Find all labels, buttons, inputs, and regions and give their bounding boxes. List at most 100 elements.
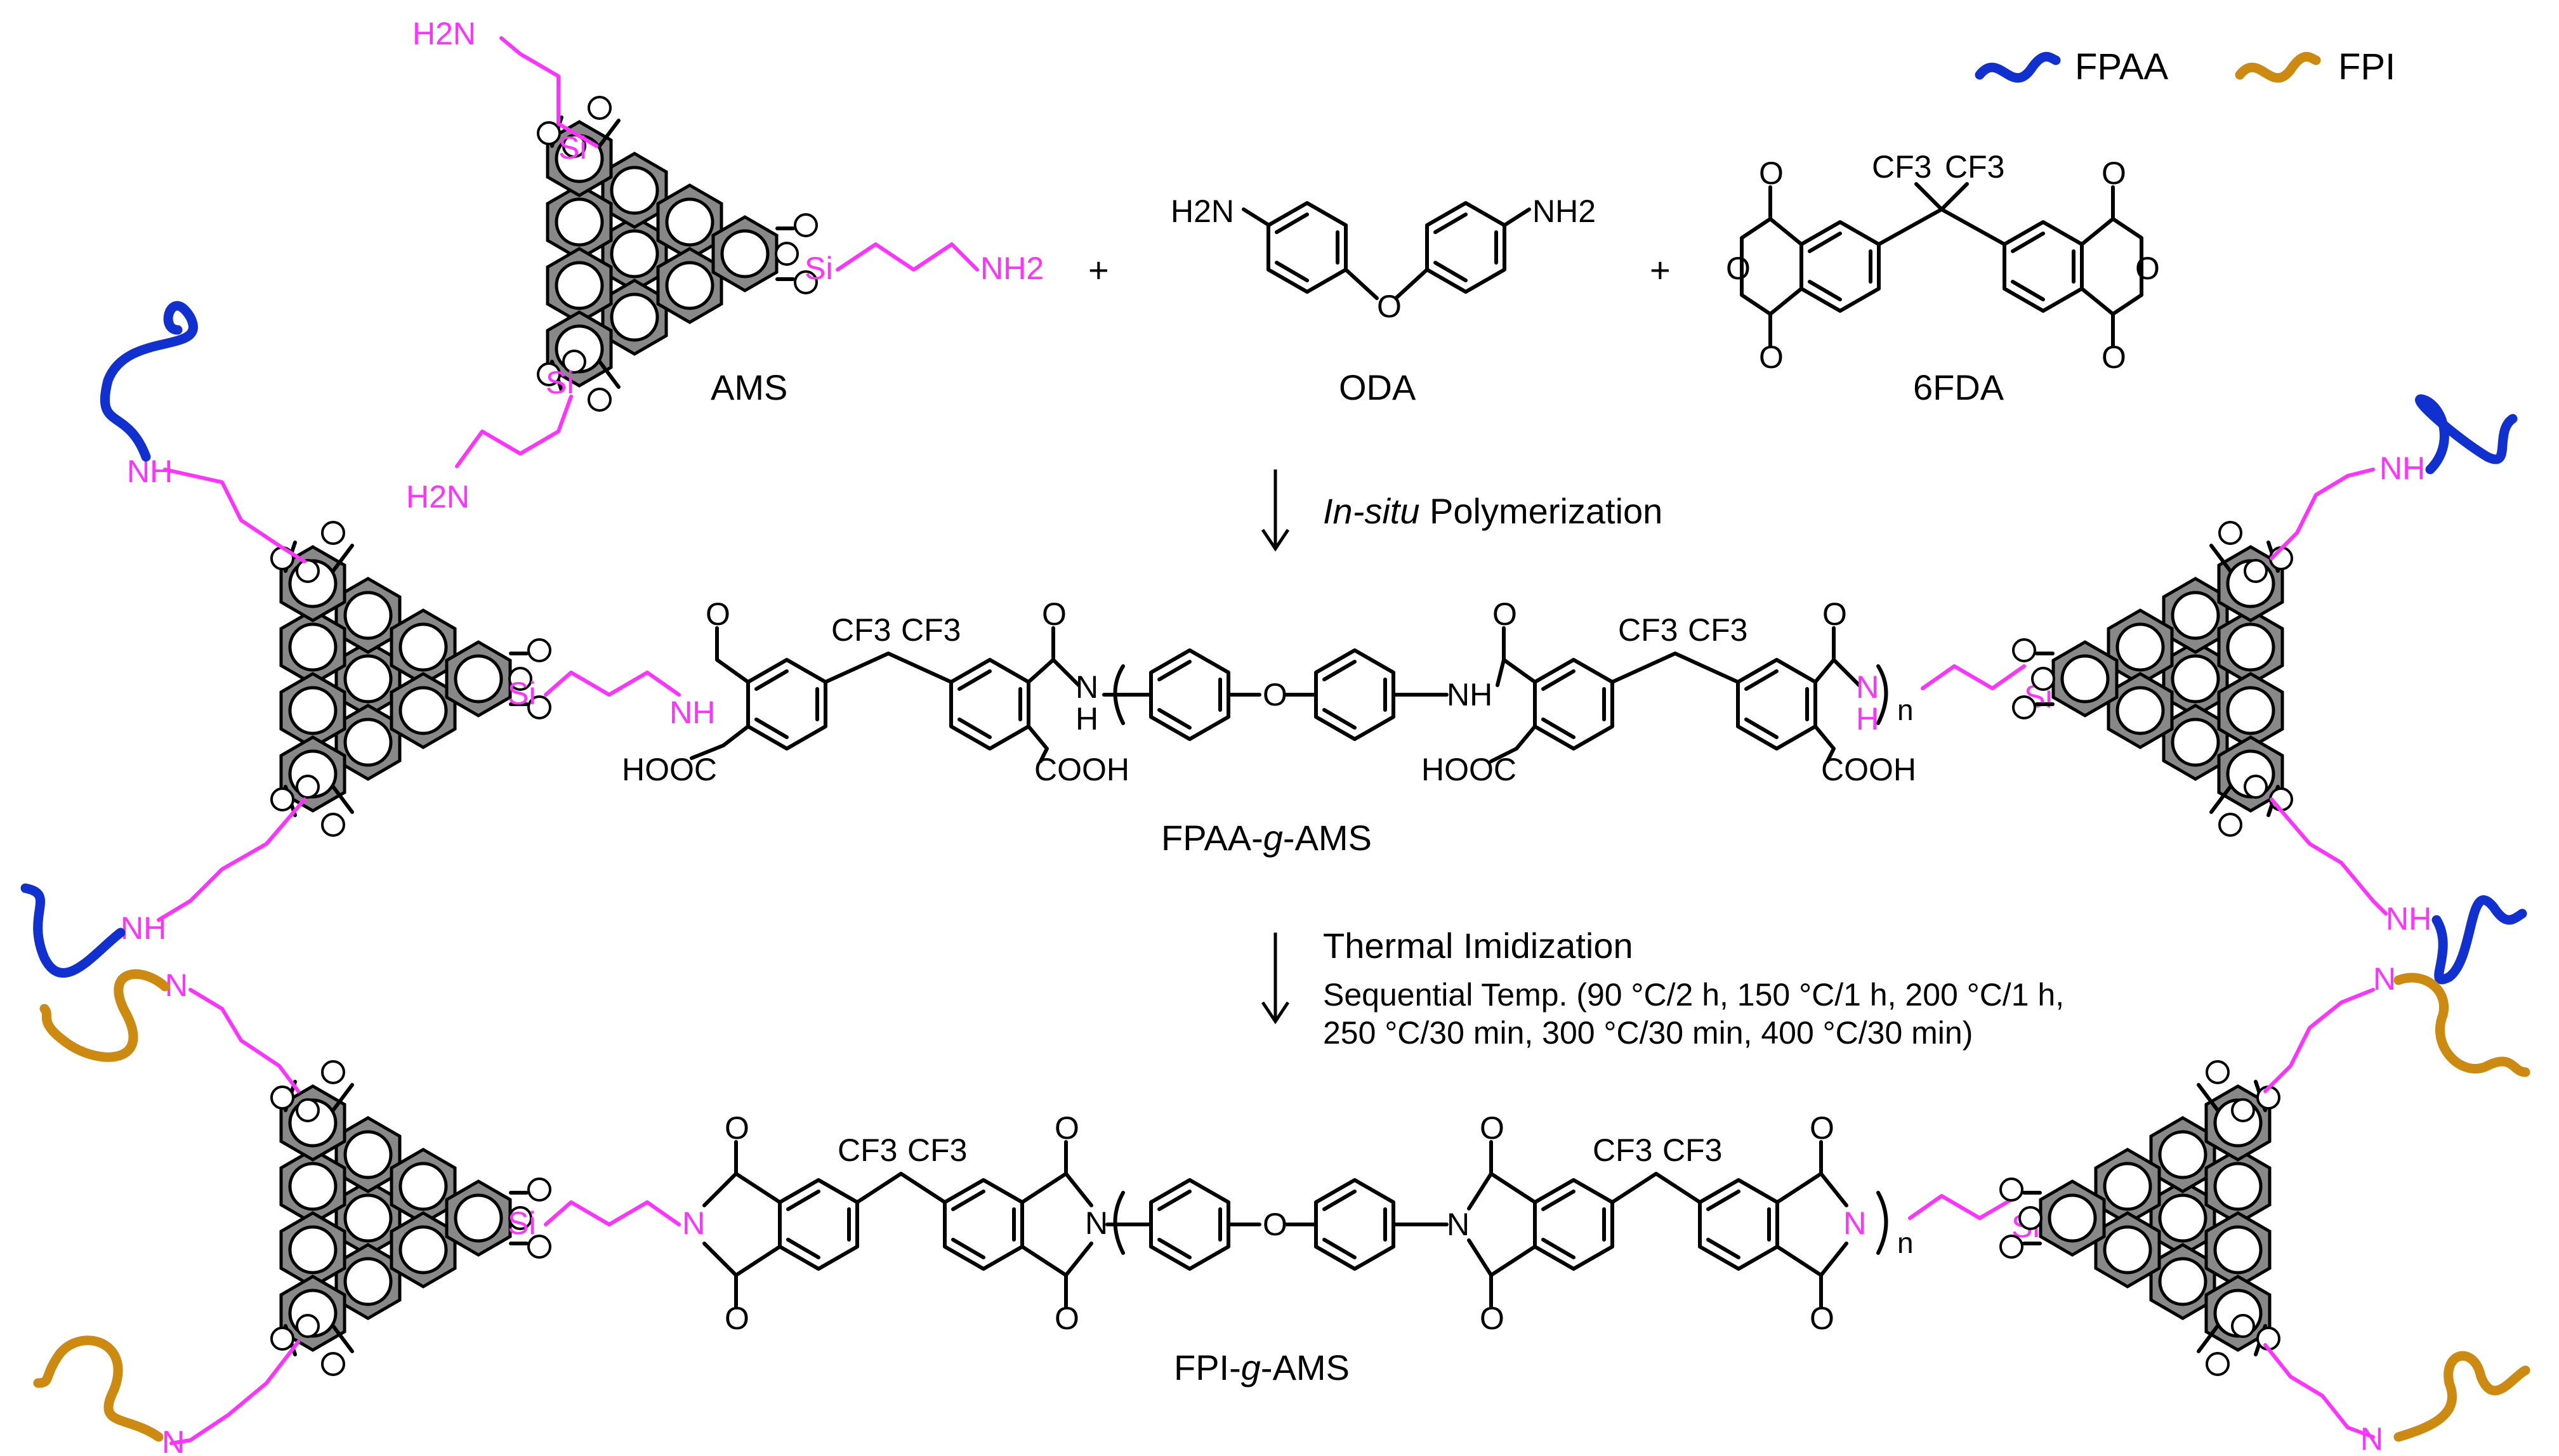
si-label: Si <box>546 365 574 400</box>
carbonyl-o: O <box>1810 1301 1834 1336</box>
si-label: Si <box>508 676 536 711</box>
n-label: N <box>2373 961 2396 997</box>
n-imide: N <box>1843 1205 1866 1241</box>
nh-label: NH <box>121 910 166 946</box>
fpaa-chain <box>20 883 126 978</box>
nh-label: NH <box>2379 450 2425 486</box>
nh2-label-right: NH2 <box>980 251 1044 286</box>
carbonyl-o: O <box>1492 596 1517 632</box>
fpi-g-ams-product: N N Si N O O CF3 CF3 O O N O N <box>33 961 2530 1456</box>
cooh-label: COOH <box>1821 752 1916 787</box>
fpaa-chain <box>100 301 198 462</box>
fpi-label-prefix: FPI- <box>1174 1348 1241 1387</box>
carbonyl-o: O <box>725 1301 749 1336</box>
step2-line1: Sequential Temp. (90 °C/2 h, 150 °C/1 h,… <box>1323 977 2064 1013</box>
step-thermal-imidization: Thermal Imidization Sequential Temp. (90… <box>1261 926 2064 1051</box>
carbonyl-o: O <box>2102 339 2126 375</box>
nh-label: NH <box>2386 901 2431 936</box>
fpaa-legend-swatch <box>1975 51 2061 83</box>
h2n-label-top: H2N <box>412 16 476 51</box>
h-label: H <box>1856 701 1879 737</box>
carbonyl-o: O <box>1055 1301 1079 1336</box>
fpaa-chain <box>2415 394 2518 475</box>
n-label: N <box>162 1424 185 1456</box>
si-label: Si <box>558 130 586 166</box>
cf3-group: CF3 <box>1872 149 1931 185</box>
fpi-chain <box>39 969 170 1062</box>
carbonyl-o: O <box>1759 155 1784 191</box>
ether-o: O <box>1263 677 1287 712</box>
ams-reactant: Si H2N Si NH2 Si H2N AMS <box>406 16 1044 515</box>
carbonyl-o: O <box>1042 596 1067 632</box>
n-label: N <box>2360 1421 2383 1456</box>
fpi-label-italic: g <box>1241 1348 1261 1387</box>
cf3-group: CF3 <box>901 612 961 648</box>
ring-o: O <box>1726 251 1751 286</box>
n-imide: N <box>1447 1207 1470 1242</box>
step-in-situ-polymerization: In-situ Polymerization <box>1261 469 1662 552</box>
h-label: H <box>1076 701 1098 737</box>
fpaa-chain <box>2431 895 2527 985</box>
ether-o: O <box>1263 1207 1287 1242</box>
repeat-n: n <box>1897 693 1914 726</box>
cf3-group: CF3 <box>907 1132 967 1168</box>
oda-oxygen: O <box>1377 289 1402 324</box>
si-label: Si <box>805 251 832 286</box>
fpi-label-suffix: -AMS <box>1261 1348 1350 1387</box>
svg-text:FPI-g-AMS: FPI-g-AMS <box>1174 1348 1350 1387</box>
hooc-label: HOOC <box>1421 752 1516 787</box>
repeat-n: n <box>1897 1226 1914 1259</box>
fpi-chain <box>2393 973 2530 1077</box>
step2-line2: 250 °C/30 min, 300 °C/30 min, 400 °C/30 … <box>1323 1015 1973 1051</box>
oda-h2n: H2N <box>1171 193 1234 229</box>
carbonyl-o: O <box>1055 1110 1079 1146</box>
hooc-label: HOOC <box>622 752 717 787</box>
cf3-group: CF3 <box>831 612 891 648</box>
svg-text:FPAA-g-AMS: FPAA-g-AMS <box>1161 818 1372 858</box>
cf3-group: CF3 <box>838 1132 897 1168</box>
carbonyl-o: O <box>1822 596 1847 632</box>
plus-sign-2: + <box>1650 250 1671 290</box>
ring-o: O <box>2135 251 2160 286</box>
step1-text: Polymerization <box>1420 491 1663 531</box>
oda-label: ODA <box>1339 367 1416 407</box>
carbonyl-o: O <box>1480 1301 1504 1336</box>
fpi-chain <box>2393 1351 2530 1442</box>
plus-sign: + <box>1088 250 1109 290</box>
step1-italic: In-situ <box>1323 491 1420 531</box>
cf3-group: CF3 <box>1662 1132 1722 1168</box>
fpaa-label-suffix: -AMS <box>1283 818 1372 858</box>
nh-amide: N <box>1076 669 1098 705</box>
6fda-label: 6FDA <box>1913 367 2004 407</box>
fpaa-g-ams-product: NH NH Si NH O HOOC CF3 CF3 O COOH N H O … <box>20 301 2527 985</box>
cf3-group: CF3 <box>1688 612 1747 648</box>
cf3-group: CF3 <box>1593 1132 1652 1168</box>
nh-label: NH <box>669 695 715 730</box>
legend: FPAA FPI <box>1975 46 2395 88</box>
fpi-chain <box>33 1335 164 1442</box>
fpi-legend-swatch <box>2235 51 2321 83</box>
nh-amide: N <box>1856 669 1879 705</box>
fpaa-legend-label: FPAA <box>2075 46 2168 88</box>
oda-nh2: NH2 <box>1532 193 1596 229</box>
fpaa-label-prefix: FPAA- <box>1161 818 1263 858</box>
fpaa-label-italic: g <box>1263 818 1283 858</box>
cf3-group: CF3 <box>1945 149 2004 185</box>
step2-title: Thermal Imidization <box>1323 926 1633 966</box>
fpi-legend-label: FPI <box>2338 46 2395 88</box>
svg-text:In-situ Polymerization: In-situ Polymerization <box>1323 491 1662 531</box>
carbonyl-o: O <box>1810 1110 1834 1146</box>
carbonyl-o: O <box>2102 155 2126 191</box>
carbonyl-o: O <box>706 596 730 632</box>
cf3-group: CF3 <box>1618 612 1678 648</box>
n-imide: N <box>682 1205 705 1241</box>
carbonyl-o: O <box>1480 1110 1504 1146</box>
h2n-label-bottom: H2N <box>406 479 470 515</box>
oda-reactant: O H2N NH2 ODA <box>1171 193 1596 407</box>
carbonyl-o: O <box>725 1110 749 1146</box>
cooh-label: COOH <box>1034 752 1129 787</box>
nh-amide: NH <box>1447 677 1492 712</box>
si-label: Si <box>508 1205 536 1241</box>
ams-label: AMS <box>711 367 787 407</box>
